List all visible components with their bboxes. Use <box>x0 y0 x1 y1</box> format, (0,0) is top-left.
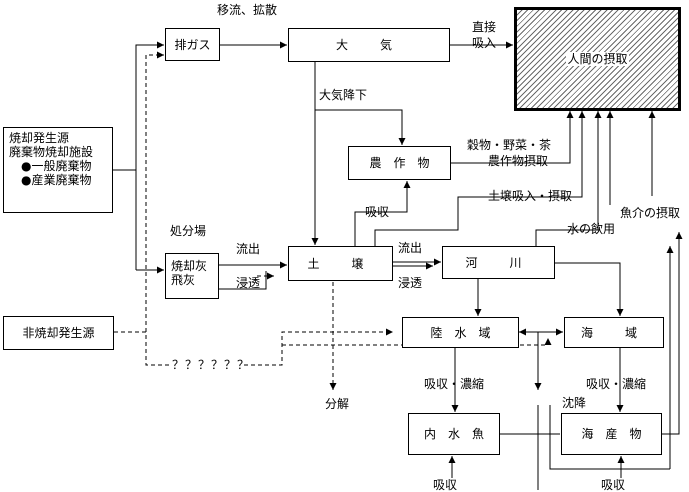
arrow-crops-human <box>451 111 574 164</box>
ash-line2: 飛灰 <box>171 273 196 287</box>
human-intake-label: 人間の摂取 <box>566 52 629 66</box>
arrow-to-exhaust <box>135 41 164 270</box>
sedimentation-label: 沈降 <box>562 396 587 410</box>
source-bullet1: ●一般廃棄物 <box>21 159 92 173</box>
arrow-sediment-3 <box>549 405 670 470</box>
dashed-to-exhaust <box>145 51 164 332</box>
water-drinking-label: 水の飲用 <box>567 222 616 236</box>
marine-products-label: 海 産 物 <box>581 427 642 441</box>
absorb-concentrate-sea-label: 吸収・濃縮 <box>586 377 647 391</box>
source-box: 焼却発生源 廃棄物焼却施設 ●一般廃棄物 ●産業廃棄物 <box>3 127 113 213</box>
disposal-site-label: 処分場 <box>170 224 207 238</box>
absorb-crops-label: 吸収 <box>365 205 390 219</box>
atmosphere-label: 大 気 <box>335 38 402 52</box>
exhaust-box: 排ガス <box>165 28 220 61</box>
ash-line1: 焼却灰 <box>171 259 208 273</box>
arrow-river-sea <box>555 262 624 316</box>
unknown-label: ？？？？？？ <box>172 358 251 372</box>
transport-label: 移流、拡散 <box>217 3 278 17</box>
arrow-water-drinking <box>535 111 602 246</box>
absorb-concentrate-inland-label: 吸収・濃縮 <box>424 377 485 391</box>
source-line2: 廃棄物焼却施設 <box>9 145 94 159</box>
inland-fish-box: 内 水 魚 <box>408 413 500 455</box>
arrow-deposition-crops <box>315 109 406 145</box>
non-incineration-label: 非焼却発生源 <box>22 326 95 340</box>
ash-box: 焼却灰 飛灰 <box>165 253 219 299</box>
crops-label: 農 作 物 <box>369 156 430 170</box>
atmosphere-box: 大 気 <box>288 28 450 62</box>
dashed-unknown-branch <box>282 338 552 346</box>
dashed-unknown-right <box>244 328 393 366</box>
crop-intake-line1-label: 穀物・野菜・茶 <box>467 138 552 152</box>
source-line1: 焼却発生源 <box>9 131 70 145</box>
outflow-ash-label: 流出 <box>236 242 261 256</box>
inland-fish-label: 内 水 魚 <box>423 427 484 441</box>
human-intake-box: 人間の摂取 <box>514 7 681 111</box>
inland-water-box: 陸 水 域 <box>402 317 519 348</box>
soil-box: 土 壌 <box>288 246 393 281</box>
arrow-soil-crops <box>354 181 411 246</box>
river-label: 河 川 <box>465 255 532 270</box>
crop-intake-line2-label: 農作物摂取 <box>488 154 549 168</box>
fish-intake-label: 魚介の摂取 <box>620 206 681 220</box>
arrow-ash-infiltrate <box>219 271 267 290</box>
decompose-label: 分解 <box>325 397 350 411</box>
arrow-soil-intake <box>374 111 586 246</box>
dashed-non-incineration <box>114 331 170 366</box>
soil-intake-label: 土壌吸入・摂取 <box>488 189 573 203</box>
exhaust-label: 排ガス <box>174 37 211 52</box>
source-bullet2: ●産業廃棄物 <box>21 173 92 187</box>
river-box: 河 川 <box>442 246 555 279</box>
deposition-label: 大気降下 <box>319 88 368 102</box>
absorb-marine-label: 吸収 <box>601 478 626 492</box>
sea-label: 海 域 <box>580 325 647 340</box>
sea-box: 海 域 <box>564 317 664 348</box>
non-incineration-box: 非焼却発生源 <box>3 316 114 350</box>
outflow-soil-label: 流出 <box>398 241 423 255</box>
crops-box: 農 作 物 <box>348 146 451 180</box>
direct-line1-label: 直接 <box>472 20 497 34</box>
inland-water-label: 陸 水 域 <box>430 325 491 340</box>
infiltrate-ash-label: 浸透 <box>236 276 261 290</box>
absorb-fish-label: 吸収 <box>433 478 458 492</box>
marine-products-box: 海 産 物 <box>561 413 662 455</box>
arrow-marine-to-intake <box>662 232 683 435</box>
infiltrate-soil-label: 浸透 <box>398 276 423 290</box>
soil-label: 土 壌 <box>307 256 374 271</box>
direct-line2-label: 吸入 <box>472 36 497 50</box>
